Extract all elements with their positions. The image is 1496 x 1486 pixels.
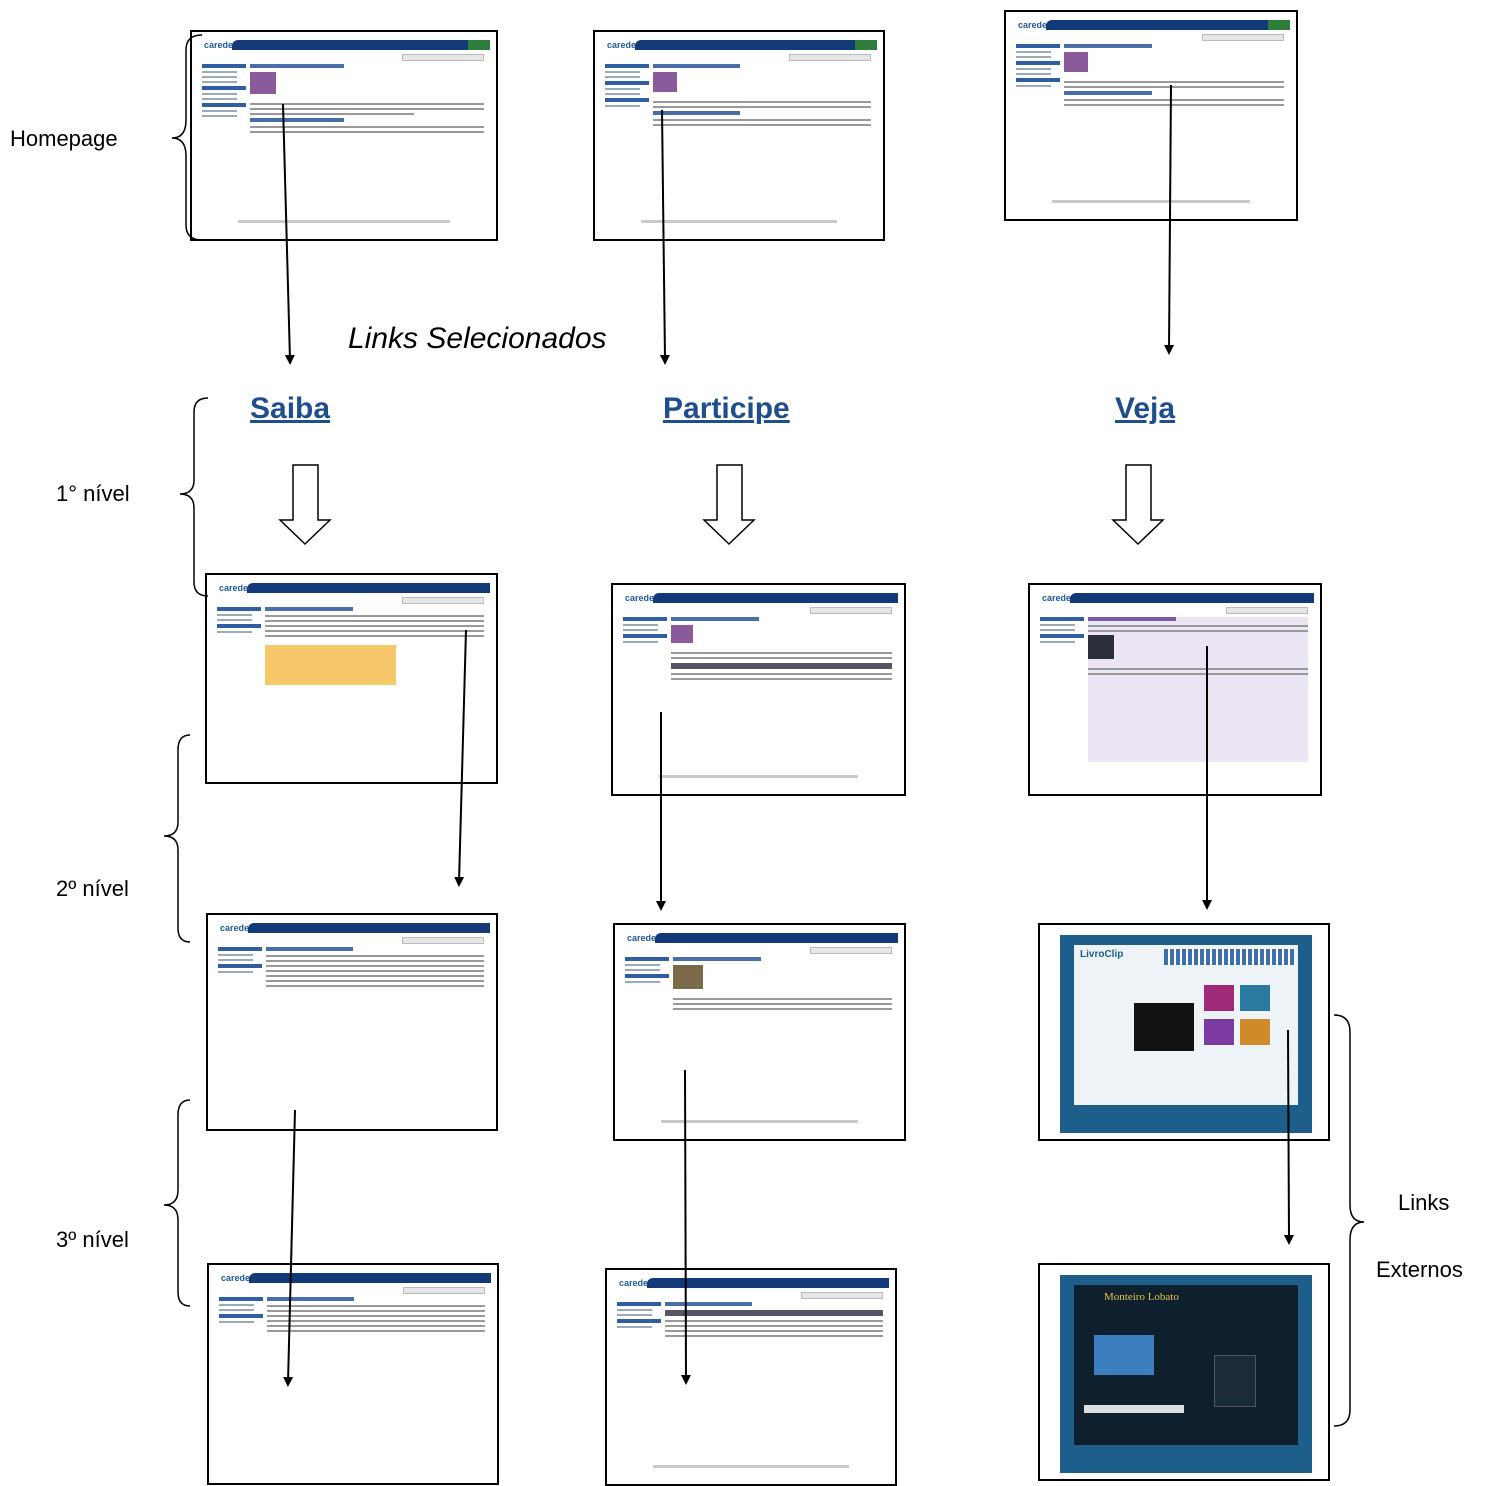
- site-logo: carede: [220, 923, 250, 933]
- participe-level1-thumb: carede: [611, 583, 906, 796]
- arrow-veja-ext1-ext2: [1283, 1029, 1294, 1245]
- homepage-label: Homepage: [10, 126, 118, 151]
- site-logo: carede: [607, 40, 637, 50]
- participe-level3-thumb: carede: [605, 1268, 897, 1486]
- nivel3-label: 3º nível: [56, 1227, 129, 1252]
- site-logo: carede: [219, 583, 249, 593]
- arrow-participe-2-3: [680, 1069, 691, 1385]
- externos-label: Externos: [1376, 1257, 1463, 1282]
- monteiro-lobato-title: Monteiro Lobato: [1104, 1291, 1179, 1303]
- brace-nivel1: [179, 397, 209, 597]
- nivel1-label: 1° nível: [56, 481, 130, 506]
- veja-title[interactable]: Veja: [1115, 392, 1176, 425]
- saiba-level3-thumb: carede: [207, 1263, 499, 1485]
- block-arrow-veja: [1111, 464, 1165, 546]
- participe-level2-thumb: carede: [613, 923, 906, 1141]
- homepage-thumb-2: carede: [593, 30, 885, 241]
- nivel2-label: 2º nível: [56, 876, 129, 901]
- arrow-home-veja: [1164, 84, 1175, 355]
- site-logo: carede: [627, 933, 657, 943]
- links-selecionados-label: Links Selecionados: [348, 322, 607, 355]
- arrow-home-participe: [659, 109, 670, 365]
- site-logo: carede: [204, 40, 234, 50]
- arrow-home-saiba: [282, 103, 295, 365]
- homepage-thumb-3: carede: [1004, 10, 1298, 221]
- site-logo: carede: [625, 593, 655, 603]
- saiba-level1-thumb: carede: [205, 573, 498, 784]
- block-arrow-saiba: [278, 464, 332, 546]
- homepage-thumb-1: carede: [190, 30, 498, 241]
- brace-homepage: [171, 34, 203, 241]
- arrow-saiba-2-3: [283, 1109, 296, 1387]
- arrow-saiba-1-2: [454, 629, 467, 887]
- veja-external-thumb-1: LivroClip: [1038, 923, 1330, 1141]
- site-logo: carede: [619, 1278, 649, 1288]
- brace-nivel3: [163, 1099, 191, 1307]
- veja-external-thumb-2: Monteiro Lobato: [1038, 1263, 1330, 1481]
- saiba-level2-thumb: carede: [206, 913, 498, 1131]
- site-logo: carede: [221, 1273, 251, 1283]
- livroclip-logo: LivroClip: [1080, 949, 1124, 960]
- participe-title[interactable]: Participe: [663, 392, 790, 425]
- site-logo: carede: [1042, 593, 1072, 603]
- veja-level1-thumb: carede: [1028, 583, 1322, 796]
- site-logo: carede: [1018, 20, 1048, 30]
- saiba-title[interactable]: Saiba: [250, 392, 331, 425]
- block-arrow-participe: [702, 464, 756, 546]
- links-label: Links: [1398, 1190, 1450, 1215]
- brace-links-externos: [1333, 1014, 1365, 1427]
- brace-nivel2: [163, 734, 191, 943]
